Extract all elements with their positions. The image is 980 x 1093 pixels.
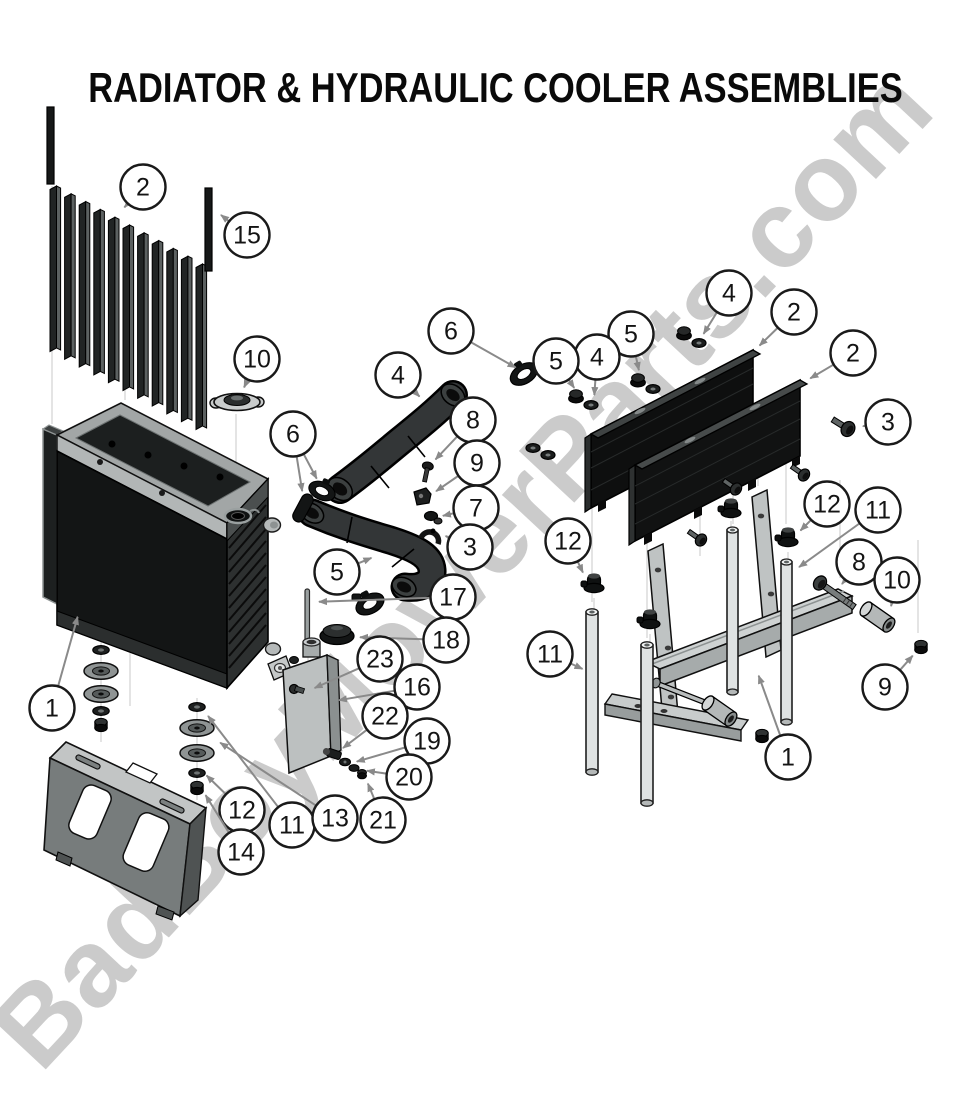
callout-number: 4 [722,280,736,308]
callout-15: 15 [221,213,270,258]
reservoir-fittings [322,747,367,779]
callout-number: 11 [537,641,563,669]
callout-5: 5 [315,550,372,595]
diagram-page: BadBoyMowerParts.com [0,0,980,980]
mount-screw [829,413,858,439]
callout-2: 2 [760,290,817,346]
callout-number: 6 [444,318,458,346]
callout-number: 3 [881,409,895,437]
callout-number: 20 [395,764,423,792]
callout-number: 12 [813,491,841,519]
callout-12: 12 [546,519,591,573]
lower-shroud-bracket [44,742,206,920]
exploded-parts-diagram: 2151064897365171823162219202111211131442… [0,0,980,980]
leader-line [801,520,811,530]
leader-line [358,558,371,563]
radiator-screen [50,186,207,430]
reservoir-cap [320,625,354,645]
leader-line [571,664,583,669]
callout-number: 1 [45,695,59,723]
callout-2: 2 [810,331,875,379]
leader-line [704,313,717,334]
leader-line [368,784,374,799]
leader-line [367,771,386,774]
callout-number: 17 [439,584,467,612]
callout-3: 3 [863,400,911,445]
callout-10: 10 [875,558,920,607]
leader-line [343,730,367,748]
callout-number: 4 [391,362,405,390]
callout-12: 12 [207,776,265,833]
leader-line [759,676,781,736]
leader-line [297,457,303,491]
callout-number: 1 [781,744,795,772]
radiator [43,403,281,688]
radiator-cap [210,394,264,411]
leader-line [810,365,833,379]
callout-number: 12 [554,528,582,556]
callout-number: 2 [846,340,860,368]
callout-number: 9 [878,674,892,702]
leader-line [414,391,419,396]
callout-number: 5 [330,559,344,587]
callout-11: 11 [528,632,583,677]
leader-line [221,215,229,221]
callout-number: 11 [279,812,305,840]
callout-4: 4 [704,271,752,334]
callout-number: 23 [366,646,394,674]
callout-5: 5 [534,339,579,388]
page-title: RADIATOR & HYDRAULIC COOLER ASSEMBLIES [88,64,892,112]
leader-line [207,776,226,794]
callout-number: 11 [865,497,891,525]
callout-10: 10 [235,337,280,388]
leader-line [636,357,639,371]
callout-number: 19 [413,728,441,756]
callout-22: 22 [343,694,408,749]
callout-number: 9 [470,450,484,478]
leader-line [569,380,574,388]
callout-number: 7 [469,495,483,523]
callout-number: 6 [286,421,300,449]
callout-1: 1 [30,617,78,731]
leader-line [900,656,913,670]
callout-number: 16 [403,674,431,702]
callout-number: 8 [466,407,480,435]
callout-4: 4 [575,335,620,396]
callout-2: 2 [121,165,166,210]
callout-number: 2 [136,174,150,202]
leader-line [436,437,458,460]
leader-line [471,342,516,367]
callout-20: 20 [367,755,432,800]
callout-number: 3 [463,534,477,562]
callout-6: 6 [429,309,516,368]
callout-number: 10 [243,346,271,374]
callout-number: 22 [371,703,399,731]
callout-12: 12 [801,482,850,531]
callout-number: 21 [369,807,397,835]
callout-number: 5 [549,348,563,376]
callout-number: 10 [883,567,911,595]
callout-number: 15 [233,222,261,250]
callout-6: 6 [271,412,317,492]
leader-line [578,562,583,573]
hose-fittings [414,461,442,544]
callout-number: 2 [787,299,801,327]
callout-3: 3 [446,525,493,570]
callout-number: 8 [852,549,866,577]
callout-number: 5 [624,321,638,349]
leader-line [304,454,317,478]
leader-line [244,380,247,388]
callout-number: 13 [321,805,349,833]
leader-line [436,476,458,491]
callout-number: 12 [228,797,256,825]
leader-line [760,328,778,346]
callout-4: 4 [376,353,421,398]
leader-line [594,380,595,395]
callout-number: 4 [590,344,604,372]
leader-line [443,513,454,516]
callout-number: 18 [432,627,460,655]
lower-radiator-hose [297,499,432,601]
callout-9: 9 [863,656,913,710]
callout-number: 14 [227,839,255,867]
